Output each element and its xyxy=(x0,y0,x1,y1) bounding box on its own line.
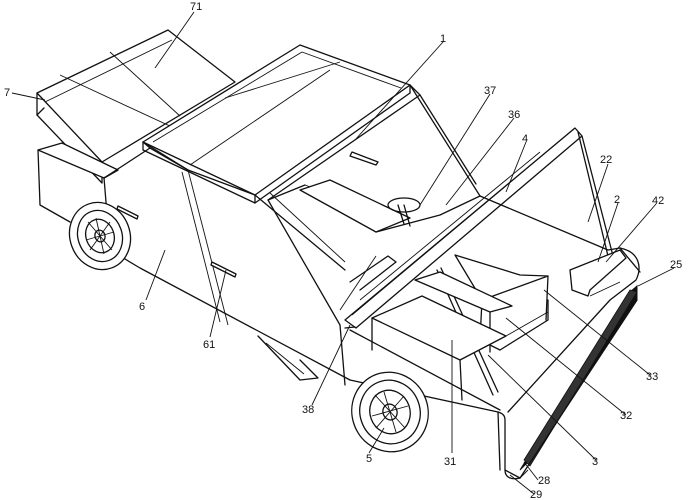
label-5: 5 xyxy=(366,453,372,465)
label-6: 6 xyxy=(139,301,145,313)
label-61: 61 xyxy=(203,339,215,351)
label-28: 28 xyxy=(538,475,550,487)
interior xyxy=(299,151,481,311)
label-1: 1 xyxy=(440,33,446,45)
car-body-side xyxy=(37,142,351,381)
label-42: 42 xyxy=(652,195,664,207)
front-door-handle xyxy=(210,261,237,278)
front-compartment xyxy=(349,195,641,411)
label-37: 37 xyxy=(484,85,496,97)
label-22: 22 xyxy=(600,154,612,166)
battery-box-middle xyxy=(414,271,513,313)
label-31: 31 xyxy=(444,456,456,468)
front-wheel xyxy=(351,371,429,453)
rear-door-handle xyxy=(116,205,139,220)
label-29: 29 xyxy=(530,489,542,500)
rear-wheel xyxy=(68,201,132,271)
label-25: 25 xyxy=(670,259,682,271)
label-33: 33 xyxy=(646,371,658,383)
label-71: 71 xyxy=(190,1,202,13)
label-38: 38 xyxy=(302,404,314,416)
label-3: 3 xyxy=(592,456,598,468)
interior-handle xyxy=(349,151,379,166)
label-7: 7 xyxy=(4,87,10,99)
label-32: 32 xyxy=(620,410,632,422)
roof-solar-panel xyxy=(142,44,411,204)
label-2: 2 xyxy=(614,194,620,206)
label-36: 36 xyxy=(508,109,520,121)
rear-solar-panel xyxy=(36,29,236,184)
leader-lines xyxy=(11,11,675,495)
label-4: 4 xyxy=(522,133,528,145)
reference-labels: 71 7 1 37 36 4 22 2 42 25 33 32 3 28 29 … xyxy=(4,1,682,500)
